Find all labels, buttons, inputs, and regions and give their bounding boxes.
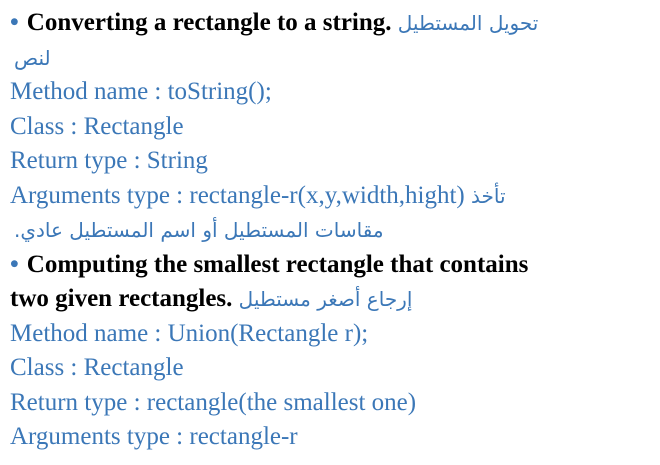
bullet-icon: • bbox=[10, 250, 19, 278]
section1-heading-line: • Converting a rectangle to a string. تحو… bbox=[10, 6, 650, 41]
section2-method-name: Method name : Union(Rectangle r); bbox=[10, 319, 369, 347]
section2-return-type: Return type : rectangle(the smallest one… bbox=[10, 388, 417, 416]
section2-heading-line2: two given rectangles. إرجاع أصغر مستطيل bbox=[10, 282, 650, 317]
section1-arabic-heading-cont-line: لنص bbox=[10, 41, 650, 76]
section1-arabic-heading: تحويل المستطيل bbox=[397, 11, 539, 35]
section1-arabic-args-cont: مقاسات المستطيل أو اسم المستطيل عادي. bbox=[14, 218, 384, 242]
section2-arabic-heading: إرجاع أصغر مستطيل bbox=[238, 287, 413, 311]
section2-heading-line1: •Computing the smallest rectangle that c… bbox=[10, 248, 650, 283]
section2-class: Class : Rectangle bbox=[10, 354, 184, 381]
document-body: • Converting a rectangle to a string. تحو… bbox=[10, 6, 650, 455]
section1-class: Class : Rectangle bbox=[10, 112, 184, 140]
section1-arabic-heading-cont: لنص bbox=[14, 45, 51, 70]
section1-heading: Converting a rectangle to a string. bbox=[26, 9, 392, 36]
section2-arguments-type: Arguments type : rectangle-r bbox=[10, 423, 298, 450]
bullet-icon: • bbox=[10, 9, 19, 36]
section1-arguments-line: Arguments type : rectangle-r(x,y,width,h… bbox=[10, 179, 650, 214]
section2-heading-line1-text: Computing the smallest rectangle that co… bbox=[26, 250, 529, 278]
section1-return-type: Return type : String bbox=[10, 147, 208, 174]
section1-arabic-args: تأخذ bbox=[471, 183, 506, 208]
section1-arguments-type: Arguments type : rectangle-r(x,y,width,h… bbox=[10, 181, 465, 209]
section2-heading-line2-text: two given rectangles. bbox=[10, 285, 233, 312]
section1-method-name: Method name : toString(); bbox=[10, 78, 272, 105]
section1-arabic-args-cont-line: مقاسات المستطيل أو اسم المستطيل عادي. bbox=[10, 213, 650, 248]
